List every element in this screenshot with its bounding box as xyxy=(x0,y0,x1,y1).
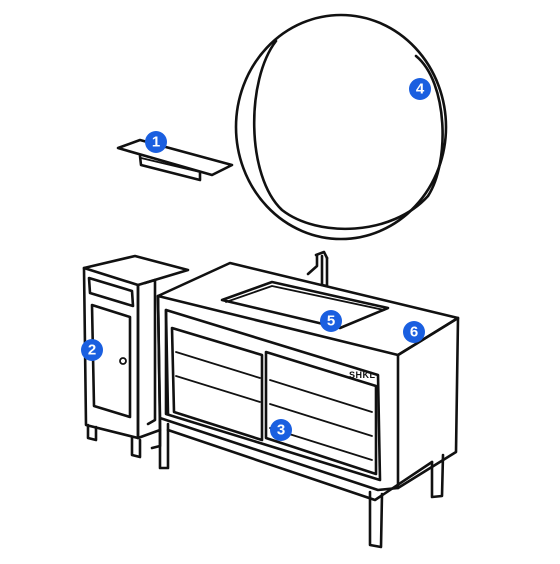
round-mirror xyxy=(234,13,448,241)
callout-badge-3-number: 3 xyxy=(277,422,285,439)
brand-label: SHKL xyxy=(349,370,376,380)
callout-badge-1-circle xyxy=(145,131,167,153)
callout-badge-6: 6 xyxy=(403,321,425,343)
callout-badge-4-number: 4 xyxy=(416,81,425,98)
callout-badge-6-number: 6 xyxy=(410,324,418,341)
callout-badge-2: 2 xyxy=(81,339,103,361)
callout-badge-4: 4 xyxy=(409,78,431,100)
callout-badge-2-number: 2 xyxy=(88,342,96,359)
callout-badge-5: 5 xyxy=(320,310,342,332)
callout-badge-3: 3 xyxy=(270,419,292,441)
callout-badges: 1 2 3 4 5 6 xyxy=(81,78,431,441)
vanity-body xyxy=(156,261,460,549)
callout-badge-3-circle xyxy=(270,419,292,441)
callout-badge-6-circle xyxy=(403,321,425,343)
callout-badge-1-number: 1 xyxy=(152,134,160,151)
callout-badge-2-circle xyxy=(81,339,103,361)
faucet xyxy=(306,250,329,288)
callout-badge-1: 1 xyxy=(145,131,167,153)
callout-badge-5-number: 5 xyxy=(327,313,335,330)
shelf xyxy=(116,138,234,182)
callout-badge-5-circle xyxy=(320,310,342,332)
callout-badge-4-circle xyxy=(409,78,431,100)
sink-basin xyxy=(220,280,390,330)
